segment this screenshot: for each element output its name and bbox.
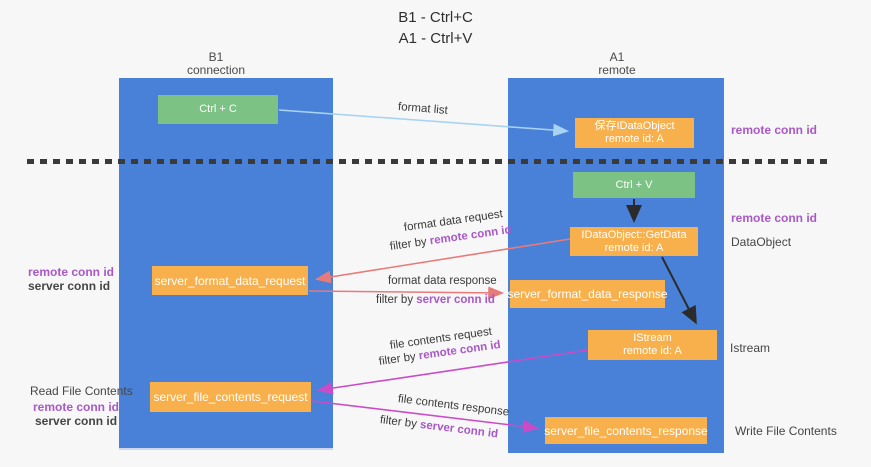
format-data-response-label: format data response — [388, 275, 497, 287]
file-contents-response-label: file contents response — [397, 393, 510, 419]
annotation-remote-conn-id-mid: remote conn id — [731, 211, 818, 225]
node-idataobject-getdata: IDataObject::GetData remote id: A — [570, 227, 698, 256]
filter-by-text: filter by — [378, 350, 420, 368]
node-istream: IStream remote id: A — [588, 330, 717, 360]
server-file-contents-request-label: server_file_contents_request — [153, 390, 308, 404]
annotation-remote-conn-id-left-bottom: remote conn id — [33, 400, 120, 414]
filter-by-text: filter by — [379, 414, 421, 431]
filter-by-text: filter by — [376, 294, 417, 306]
annotation-read-file-contents: Read File Contents — [30, 384, 133, 398]
diagram-title: B1 - Ctrl+C A1 - Ctrl+V — [0, 7, 871, 49]
column-header-b1: B1 connection — [146, 51, 286, 77]
format-data-response-filter-label: filter by server conn id — [376, 294, 495, 306]
istream-line2: remote id: A — [623, 345, 682, 357]
node-server-file-contents-request: server_file_contents_request — [150, 382, 311, 412]
server-format-data-request-label: server_format_data_request — [154, 273, 306, 288]
save-idataobject-line1: 保存IDataObject — [594, 120, 675, 132]
node-ctrl-v: Ctrl + V — [573, 172, 695, 198]
filter-by-text: filter by — [389, 235, 431, 253]
column-b1-role: connection — [186, 63, 246, 77]
node-ctrl-c: Ctrl + C — [158, 95, 278, 124]
node-save-idataobject: 保存IDataObject remote id: A — [575, 118, 694, 148]
format-list-label: format list — [397, 101, 449, 117]
annotation-server-conn-id-left: server conn id — [28, 279, 111, 293]
getdata-line1: IDataObject::GetData — [581, 228, 687, 241]
server-conn-id-text: server conn id — [416, 294, 495, 306]
node-server-format-data-request: server_format_data_request — [152, 266, 308, 295]
annotation-istream: Istream — [730, 341, 771, 355]
annotation-remote-conn-id-left: remote conn id — [28, 265, 115, 279]
getdata-line2: remote id: A — [604, 241, 664, 254]
title-line-1: B1 - Ctrl+C — [398, 9, 473, 26]
file-contents-response-filter-label: filter by server conn id — [379, 414, 498, 440]
phase-separator-dashed-line — [27, 159, 833, 164]
format-data-response-arrow — [308, 286, 505, 300]
server-file-contents-response-label: server_file_contents_response — [544, 423, 708, 438]
annotation-remote-conn-id-top: remote conn id — [731, 123, 818, 137]
column-header-a1: A1 remote — [547, 51, 687, 77]
column-a1-role: remote — [598, 63, 636, 77]
ctrl-v-label: Ctrl + V — [615, 178, 653, 191]
ctrl-c-label: Ctrl + C — [199, 103, 237, 115]
annotation-server-conn-id-left-bottom: server conn id — [35, 414, 118, 428]
column-b1-name: B1 — [208, 50, 224, 64]
node-server-file-contents-response: server_file_contents_response — [544, 417, 708, 444]
annotation-dataobject: DataObject — [731, 235, 792, 249]
server-format-data-response-label: server_format_data_response — [507, 287, 668, 301]
save-idataobject-line2: remote id: A — [605, 133, 664, 145]
node-server-format-data-response: server_format_data_response — [507, 280, 668, 308]
istream-line1: IStream — [633, 332, 672, 344]
server-conn-id-text: server conn id — [419, 418, 499, 441]
annotation-write-file-contents: Write File Contents — [735, 424, 837, 438]
column-a1-name: A1 — [609, 50, 625, 64]
title-line-2: A1 - Ctrl+V — [398, 30, 473, 47]
